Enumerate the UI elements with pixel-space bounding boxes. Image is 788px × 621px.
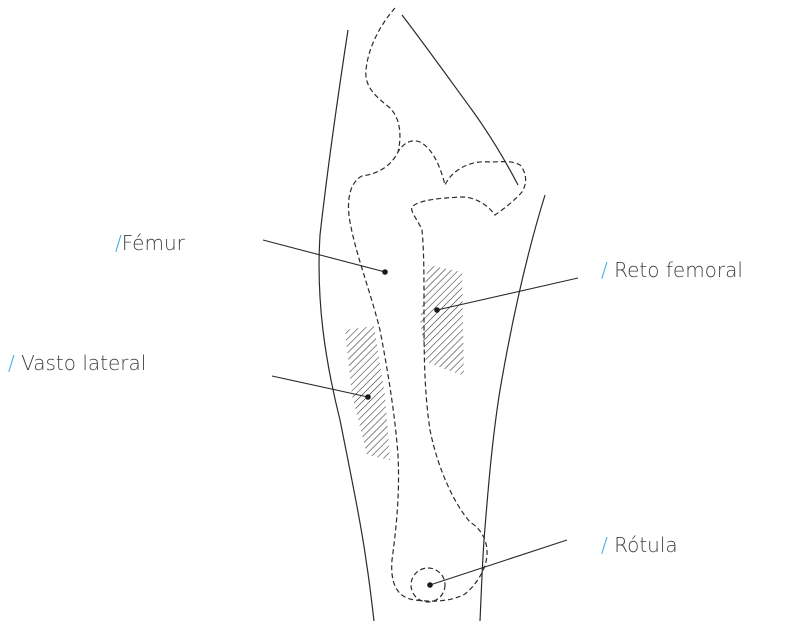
reto-femoral-hatch — [420, 265, 464, 376]
rotula-label: / Rótula — [601, 533, 678, 557]
reto-femoral-label-slash: / — [601, 258, 608, 282]
rotula-label-slash: / — [601, 533, 608, 557]
reto-femoral-marker-dot — [434, 307, 440, 313]
reto-femoral-label: / Reto femoral — [601, 258, 743, 282]
vasto-lateral-label: / Vasto lateral — [8, 351, 146, 375]
vasto-lateral-label-slash: / — [8, 351, 15, 375]
leg-outline-right-lower — [480, 195, 545, 621]
femur-leader-line — [263, 240, 385, 272]
reto-femoral-label-text: Reto femoral — [608, 258, 743, 282]
leg-outline-left — [319, 30, 374, 621]
vasto-lateral-label-text: Vasto lateral — [15, 351, 147, 375]
rotula-leader-line — [430, 540, 567, 585]
rotula-label-text: Rótula — [608, 533, 678, 557]
femur-label-text: Fémur — [122, 231, 185, 255]
femur-label-slash: / — [115, 231, 122, 255]
vasto-lateral-marker-dot — [365, 394, 371, 400]
femur-marker-dot — [382, 269, 388, 275]
rotula-marker-dot — [427, 582, 433, 588]
leg-outline-right-upper — [402, 15, 518, 185]
femur-label: /Fémur — [115, 231, 185, 255]
